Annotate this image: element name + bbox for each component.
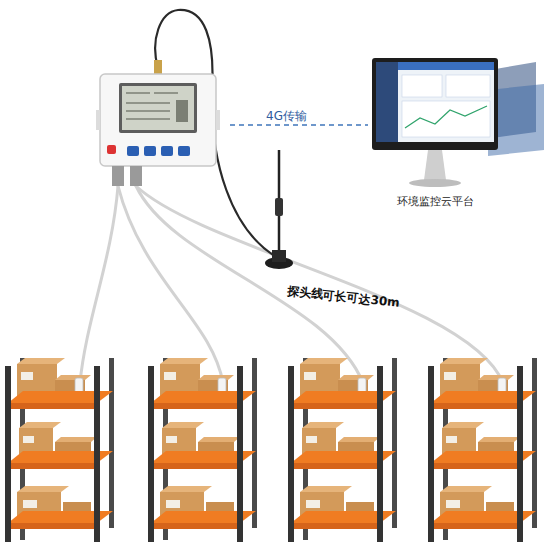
antenna	[265, 150, 293, 269]
link-label: 4G传输	[266, 108, 307, 125]
shelf	[288, 358, 397, 542]
data-logger	[96, 74, 220, 186]
shelf	[428, 358, 537, 542]
probe-cable	[80, 186, 503, 383]
cloud-monitor	[372, 58, 544, 187]
4g-link	[230, 124, 368, 126]
shelf	[5, 358, 114, 542]
node-caption: 环境监控云平台	[345, 194, 525, 209]
cable-note: 探头线可长可达30m	[286, 283, 400, 312]
shelf	[148, 358, 257, 542]
monitor-node: 环境监控云平台	[372, 58, 498, 150]
